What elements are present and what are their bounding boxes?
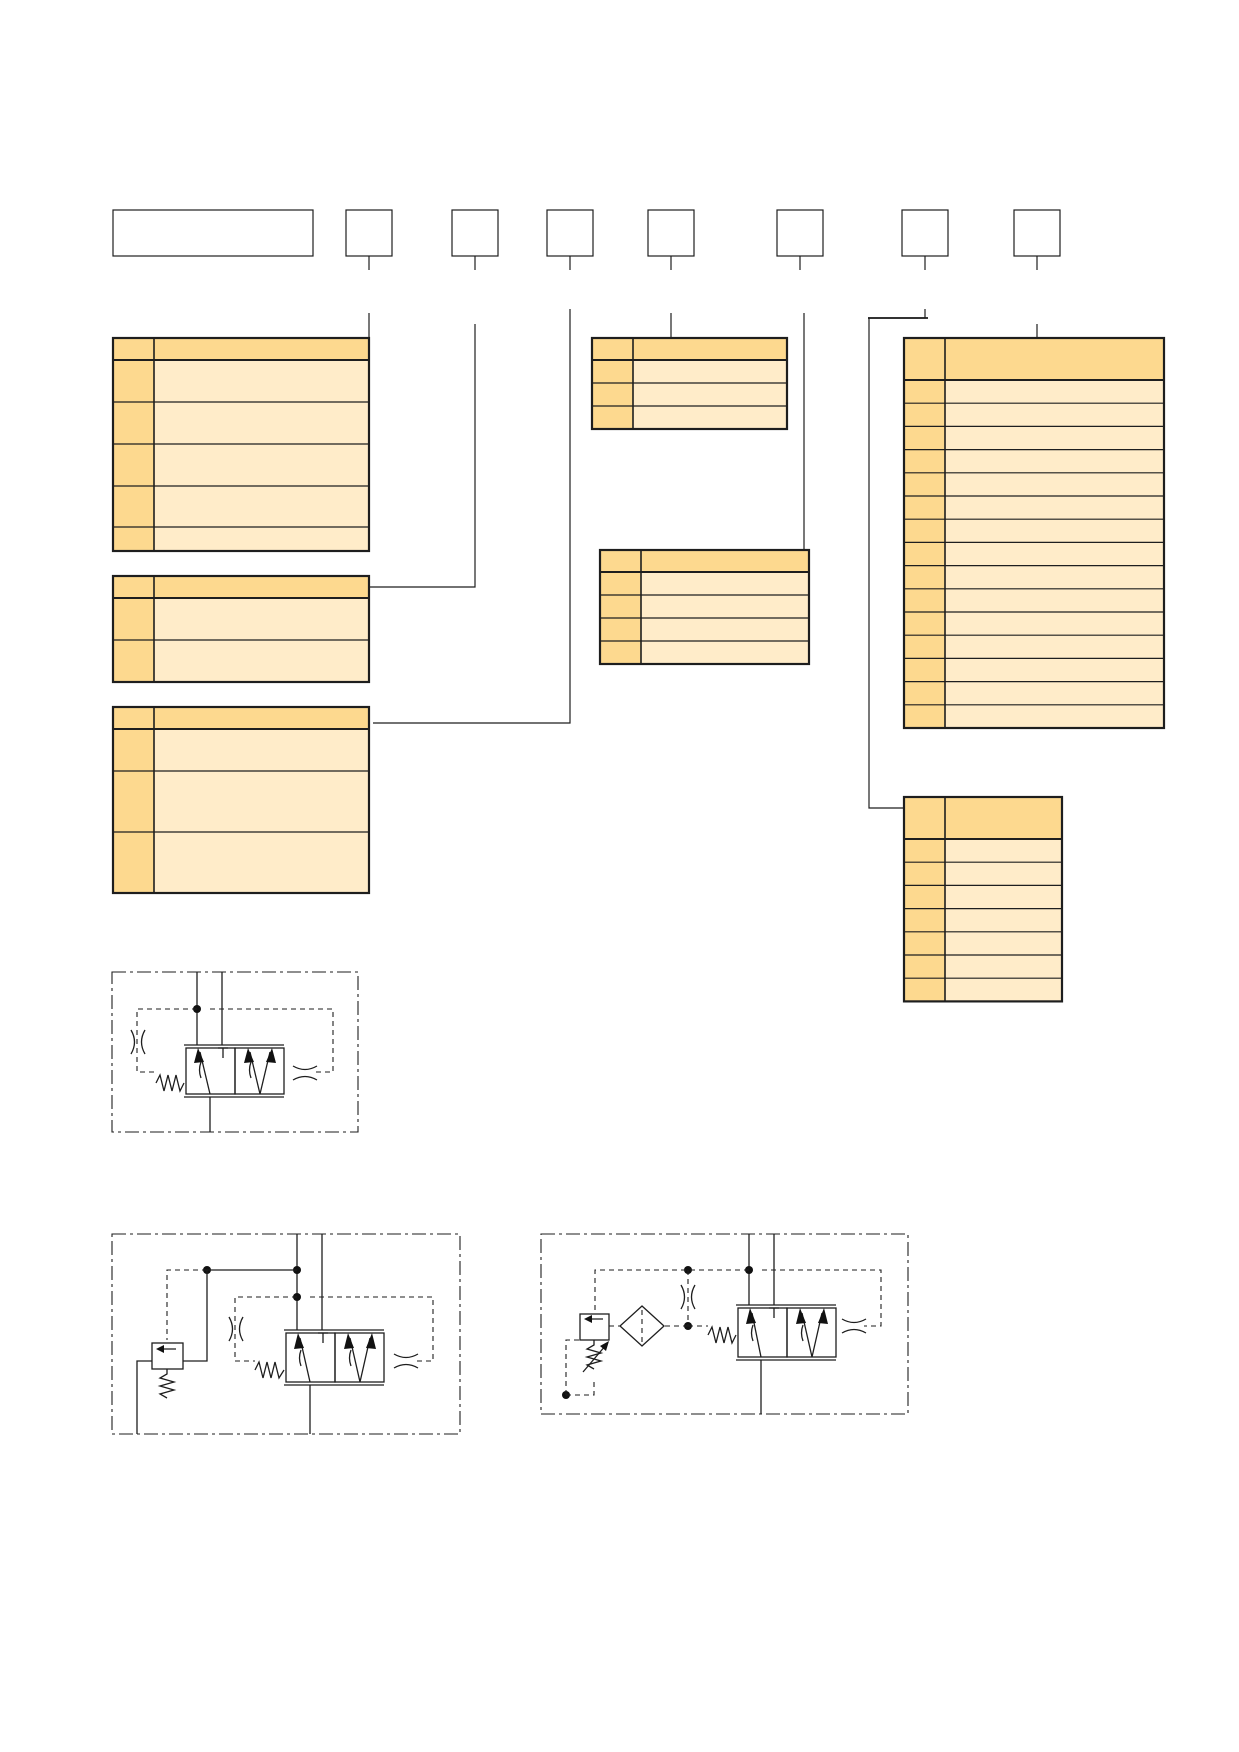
option-tables <box>111 336 1166 1003</box>
schematic-flow-control-relief <box>111 1233 461 1435</box>
table-4 <box>590 336 789 431</box>
code-box-3 <box>546 209 594 257</box>
table-5-header <box>600 550 809 572</box>
table-7-code-column <box>904 797 945 1002</box>
leader-lines <box>368 309 1038 809</box>
table-2-code-column <box>113 576 154 682</box>
schematic-flow-control-basic <box>111 971 359 1133</box>
table-6-header <box>904 338 1164 380</box>
code-box-2 <box>451 209 499 257</box>
ordering-code-boxes <box>112 209 1061 270</box>
table-1 <box>111 336 371 553</box>
table-2-header <box>113 576 369 598</box>
table-2 <box>111 574 371 684</box>
table-1-header <box>113 338 369 360</box>
code-box-6 <box>901 209 949 257</box>
table-4-header <box>592 338 787 360</box>
table-5 <box>598 548 811 666</box>
table-7 <box>902 795 1064 1003</box>
code-box-base <box>112 209 314 257</box>
table-3 <box>111 705 371 895</box>
valve-symbol-3 <box>736 1304 837 1361</box>
code-box-5 <box>776 209 824 257</box>
code-box-4 <box>647 209 695 257</box>
table-6 <box>902 336 1166 730</box>
table-3-header <box>113 707 369 729</box>
code-box-1 <box>345 209 393 257</box>
valve-symbol-2 <box>284 1329 385 1386</box>
table-5-code-column <box>600 550 641 664</box>
schematic-flow-control-filter <box>540 1233 909 1415</box>
table-6-code-column <box>904 338 945 728</box>
code-box-7 <box>1013 209 1061 257</box>
table-3-code-column <box>113 707 154 893</box>
valve-symbol-1 <box>184 1044 285 1098</box>
